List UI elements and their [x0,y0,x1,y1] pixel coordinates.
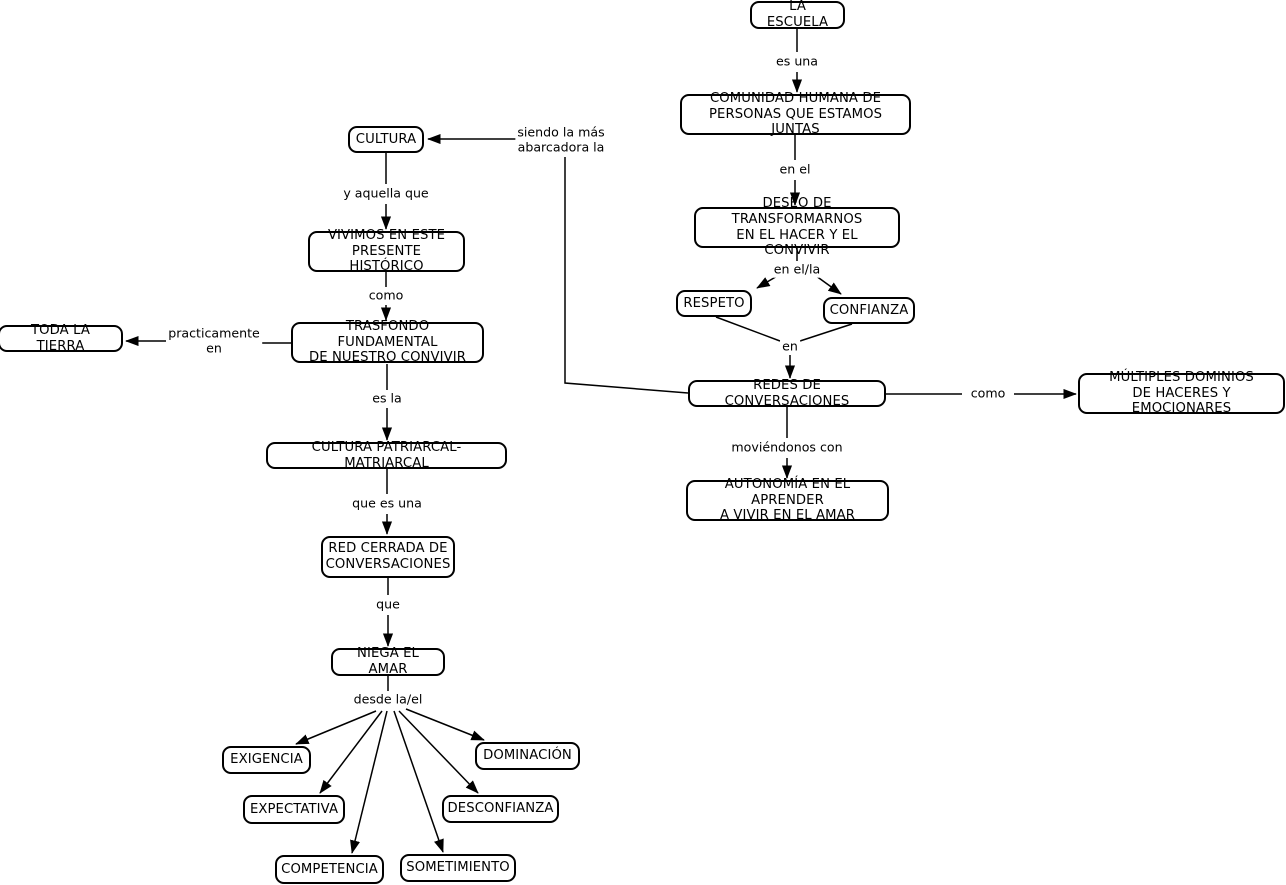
node-cultura[interactable]: CULTURA [348,126,424,153]
node-red-cerrada[interactable]: RED CERRADA DE CONVERSACIONES [321,536,455,578]
node-deseo-transformarnos[interactable]: DESEO DE TRANSFORMARNOS EN EL HACER Y EL… [694,196,900,258]
node-redes-conversaciones[interactable]: REDES DE CONVERSACIONES [688,378,886,409]
node-competencia[interactable]: COMPETENCIA [275,855,384,884]
link-label-siendo-la-mas: siendo la más abarcadora la [515,124,607,155]
link-label-es-una: es una [774,53,820,70]
node-trasfondo[interactable]: TRASFONDO FUNDAMENTAL DE NUESTRO CONVIVI… [291,319,484,365]
link-label-es-la: es la [370,390,404,407]
link-label-en-el-la: en el/la [771,261,823,278]
edge-niega-desconfianza [398,710,479,794]
link-label-que-es-una: que es una [350,495,424,512]
node-sometimiento[interactable]: SOMETIMIENTO [400,854,516,882]
link-label-practicamente-en: practicamente en [166,325,262,356]
link-label-como-dominios: como [968,385,1008,402]
link-label-en-el: en el [777,161,813,178]
node-vivimos-presente[interactable]: VIVIMOS EN ESTE PRESENTE HISTÓRICO [308,228,465,274]
edge-niega-dominacion [405,708,485,741]
node-respeto[interactable]: RESPETO [676,290,752,317]
link-label-moviendonos-con: moviéndonos con [729,439,845,456]
edge-respeto-en [715,316,781,342]
link-label-y-aquella-que: y aquella que [341,185,431,202]
link-label-en: en [780,338,800,355]
node-desconfianza[interactable]: DESCONFIANZA [442,795,559,823]
node-dominacion[interactable]: DOMINACIÓN [475,742,580,770]
node-toda-la-tierra[interactable]: TODA LA TIERRA [0,323,123,354]
edge-niega-sometimiento [393,710,444,853]
node-expectativa[interactable]: EXPECTATIVA [243,795,345,824]
node-exigencia[interactable]: EXIGENCIA [222,746,311,774]
node-cultura-patriarcal[interactable]: CULTURA PATRIARCAL-MATRIARCAL [266,440,507,471]
node-multiples-dominios[interactable]: MÚLTIPLES DOMINIOS DE HACERES Y EMOCIONA… [1078,370,1285,416]
node-la-escuela[interactable]: LA ESCUELA [750,0,845,30]
link-label-como-trasfondo: como [366,287,406,304]
edge-niega-expectativa [319,710,383,794]
node-comunidad-humana[interactable]: COMUNIDAD HUMANA DE PERSONAS QUE ESTAMOS… [680,91,911,137]
node-autonomia[interactable]: AUTONOMÍA EN EL APRENDER A VIVIR EN EL A… [686,477,889,523]
edge-niega-exigencia [295,710,377,745]
link-label-desde-la-el: desde la/el [351,691,425,708]
node-niega-el-amar[interactable]: NIEGA EL AMAR [331,646,445,677]
link-label-que: que [374,596,402,613]
edge-redes-cultura-route [564,157,689,394]
edge-niega-competencia [350,710,388,854]
node-confianza[interactable]: CONFIANZA [823,297,915,324]
edge-confianza-en [799,323,853,342]
